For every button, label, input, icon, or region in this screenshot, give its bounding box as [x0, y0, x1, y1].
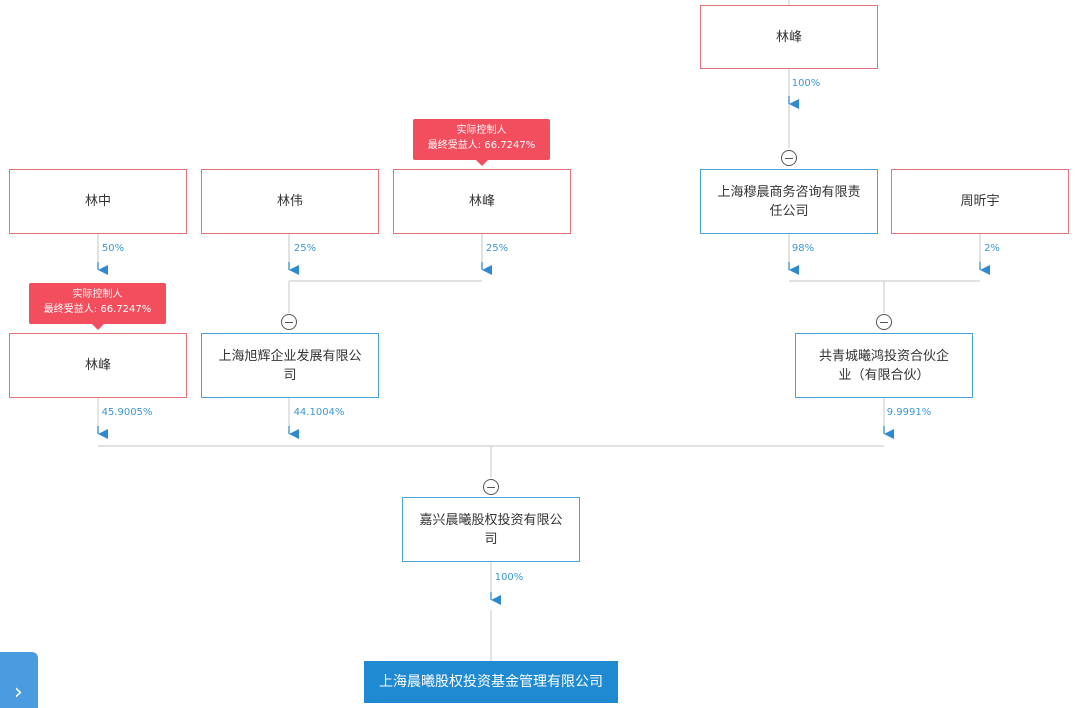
- node-label: 周昕宇: [960, 194, 1000, 209]
- node-label: 共青城曦鸿投资合伙企业（有限合伙）: [818, 348, 949, 383]
- percent-label: 100%: [791, 78, 821, 89]
- shareholder-node-shanghai-xu-hui[interactable]: 上海旭辉企业发展有限公司: [201, 333, 379, 398]
- node-label: 上海旭辉企业发展有限公司: [218, 348, 362, 383]
- tag-line-1: 实际控制人: [456, 125, 507, 136]
- percent-label: 45.9005%: [101, 407, 153, 418]
- percent-label: 50%: [101, 243, 125, 254]
- collapse-toggle-icon[interactable]: [483, 479, 499, 495]
- node-label: 林峰: [468, 194, 495, 209]
- node-label: 嘉兴晨曦股权投资有限公司: [419, 512, 563, 547]
- percent-label: 44.1004%: [293, 407, 345, 418]
- tag-line-2: 最终受益人: 66.7247%: [427, 140, 536, 151]
- node-label: 林峰: [84, 358, 111, 373]
- shareholder-node-lin-wei[interactable]: 林伟: [201, 169, 379, 234]
- percent-label: 98%: [791, 243, 815, 254]
- shareholder-node-lin-feng-left[interactable]: 林峰: [9, 333, 187, 398]
- shareholder-node-lin-feng-mid[interactable]: 林峰: [393, 169, 571, 234]
- node-label: 上海穆晨商务咨询有限责任公司: [717, 184, 861, 219]
- percent-label: 100%: [494, 572, 524, 583]
- percent-label: 2%: [984, 243, 1000, 254]
- shareholder-node-gongqing-cheng[interactable]: 共青城曦鸿投资合伙企业（有限合伙）: [795, 333, 973, 398]
- node-label: 林伟: [276, 194, 303, 209]
- node-label: 林峰: [775, 29, 802, 45]
- collapse-toggle-icon[interactable]: [781, 150, 797, 166]
- collapse-toggle-icon[interactable]: [281, 314, 297, 330]
- expand-panel-button[interactable]: ›: [0, 652, 38, 708]
- actual-controller-tag: 实际控制人 最终受益人: 66.7247%: [413, 119, 550, 166]
- shareholder-node-jiaxing-chen-xi[interactable]: 嘉兴晨曦股权投资有限公司: [402, 497, 580, 562]
- target-company-node[interactable]: 上海晨曦股权投资基金管理有限公司: [364, 661, 618, 703]
- actual-controller-tag: 实际控制人 最终受益人: 66.7247%: [29, 283, 166, 330]
- percent-label: 9.9991%: [886, 407, 932, 418]
- shareholder-node-shanghai-mu-chen[interactable]: 上海穆晨商务咨询有限责任公司: [700, 169, 878, 234]
- node-label: 林中: [84, 194, 111, 209]
- tag-line-2: 最终受益人: 66.7247%: [43, 304, 152, 315]
- percent-label: 25%: [485, 243, 509, 254]
- tag-line-1: 实际控制人: [72, 289, 123, 300]
- percent-label: 25%: [293, 243, 317, 254]
- shareholder-node-lin-feng-top[interactable]: 林峰: [700, 5, 878, 69]
- node-label: 上海晨曦股权投资基金管理有限公司: [379, 673, 603, 690]
- collapse-toggle-icon[interactable]: [876, 314, 892, 330]
- shareholder-node-lin-zhong[interactable]: 林中: [9, 169, 187, 234]
- chevron-right-icon: ›: [14, 680, 23, 705]
- shareholder-node-zhou-xinyu[interactable]: 周昕宇: [891, 169, 1069, 234]
